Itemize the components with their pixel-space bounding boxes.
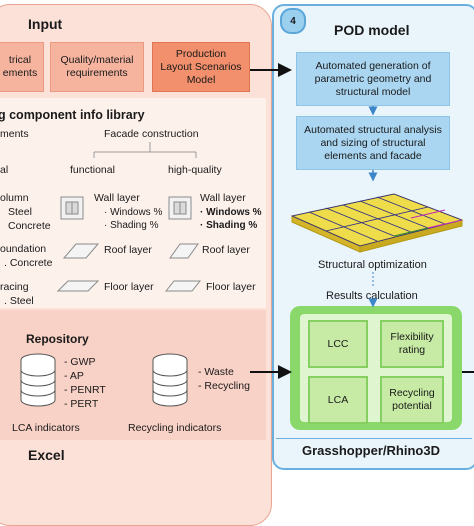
footer-divider — [276, 438, 472, 439]
floor-layer-functional: Floor layer — [104, 281, 154, 293]
windows-hq: · Windows % — [200, 207, 262, 218]
step-structural-analysis: Automated structural analysis and sizing… — [296, 116, 450, 170]
step-geometry-generation: Automated generation of parametric geome… — [296, 52, 450, 106]
rec-waste: - Waste — [198, 366, 234, 378]
wall-layer-hq: Wall layer — [200, 192, 246, 204]
lca-pert: - PERT — [64, 398, 99, 410]
lca-box: LCA — [308, 376, 368, 424]
functional-label: functional — [70, 164, 115, 176]
rec-recycling: - Recycling — [198, 380, 250, 392]
window-wall-icon-hq — [168, 196, 192, 220]
lca-database-icon — [20, 353, 56, 407]
lca-indicators-label: LCA indicators — [12, 422, 80, 434]
recycling-database-icon — [152, 353, 188, 407]
roof-layer-icon — [62, 243, 100, 259]
library-section — [0, 98, 266, 308]
facade-title: Facade construction — [104, 128, 199, 140]
pod-title: POD model — [334, 22, 410, 38]
windows-functional: · Windows % — [104, 207, 163, 218]
lcc-box: LCC — [308, 320, 368, 368]
flexibility-rating-box: Flexibility rating — [380, 320, 444, 368]
input-title: Input — [28, 16, 63, 32]
structural-model-image — [290, 193, 464, 253]
step-badge: 4 — [280, 8, 306, 34]
wall-layer-functional: Wall layer — [94, 192, 140, 204]
foundation-label: oundation — [0, 243, 47, 255]
connector-arrows — [250, 63, 474, 379]
tree-lines — [93, 142, 197, 158]
bracing-steel: . Steel — [4, 295, 34, 307]
column-label: olumn — [0, 192, 29, 204]
results-calculation-label: Results calculation — [326, 290, 418, 302]
bracing-label: racing — [0, 281, 29, 293]
repository-title: Repository — [26, 332, 89, 346]
excel-footer: Excel — [28, 447, 65, 463]
floor-layer-icon — [56, 280, 100, 292]
window-wall-icon — [60, 196, 84, 220]
grasshopper-footer: Grasshopper/Rhino3D — [302, 443, 440, 458]
roof-layer-hq: Roof layer — [202, 244, 250, 256]
library-title: g component info library — [0, 108, 145, 122]
shading-functional: · Shading % — [104, 220, 159, 231]
floor-layer-hq: Floor layer — [206, 281, 256, 293]
lca-ap: - AP — [64, 370, 84, 382]
high-quality-label: high-quality — [168, 164, 222, 176]
foundation-concrete: . Concrete — [4, 257, 53, 269]
column-concrete: Concrete — [8, 220, 51, 232]
recycling-indicators-label: Recycling indicators — [128, 422, 222, 434]
lca-penrt: - PENRT — [64, 384, 106, 396]
elements-label: ments — [0, 128, 29, 140]
recycling-potential-box: Recycling potential — [380, 376, 444, 424]
structural-label: al — [0, 164, 9, 176]
lca-gwp: - GWP — [64, 356, 96, 368]
shading-hq: · Shading % — [200, 220, 258, 231]
structural-optimization-label: Structural optimization — [318, 259, 427, 271]
roof-layer-functional: Roof layer — [104, 244, 152, 256]
column-steel: Steel — [8, 206, 32, 218]
floor-layer-icon-hq — [164, 280, 202, 292]
roof-layer-icon-hq — [169, 243, 199, 259]
